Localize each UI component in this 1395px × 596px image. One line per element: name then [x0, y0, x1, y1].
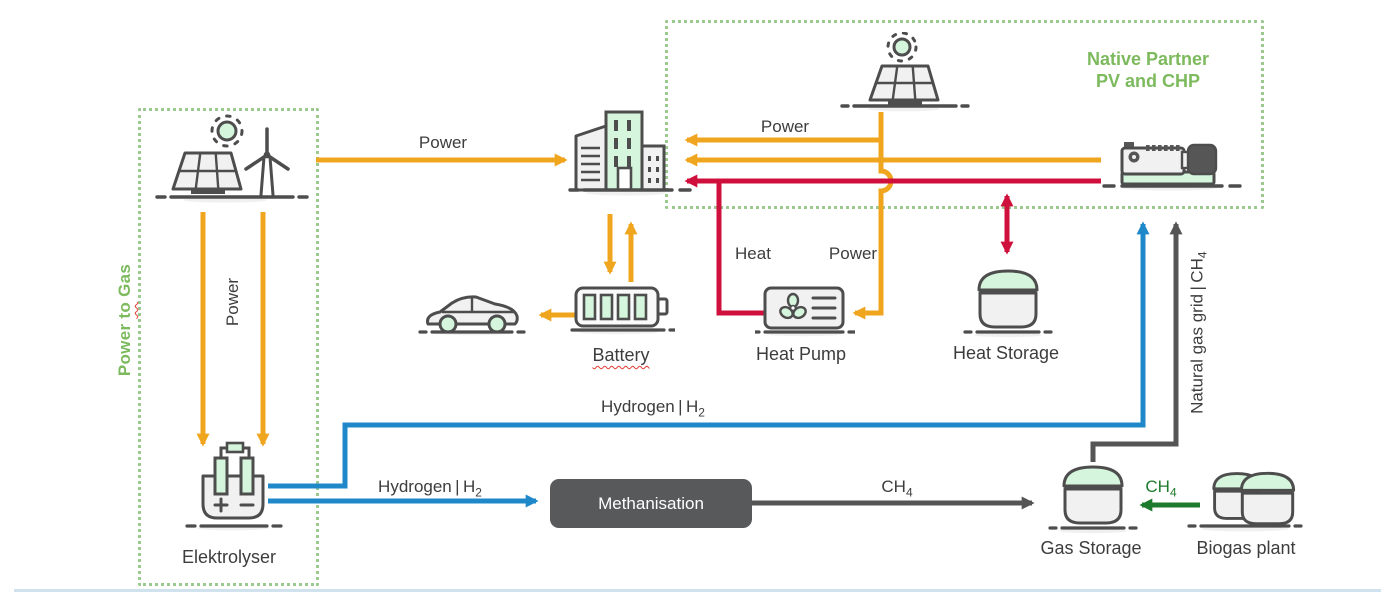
gas-storage-tank-icon	[1048, 465, 1138, 534]
biogas-plant-icon	[1187, 471, 1303, 532]
edge-label-power-pv-building: Power	[760, 117, 810, 136]
power-to-gas-group-label: Power to Gas	[115, 263, 134, 377]
building-icon	[568, 110, 692, 196]
edge-label-power-renewables-building: Power	[418, 133, 468, 152]
heat-storage-label: Heat Storage	[952, 343, 1060, 363]
edge-label-natural-gas-grid: Natural gas grid | CH4	[1187, 251, 1210, 414]
elektrolyser-label: Elektrolyser	[181, 547, 277, 567]
methanisation-label: Methanisation	[598, 493, 704, 513]
edge-hydrogen-elektrolyser-chp	[268, 221, 1150, 489]
methanisation-node: Methanisation	[550, 479, 752, 528]
edge-heat-heat-pump-join	[716, 181, 768, 316]
car-icon	[418, 295, 526, 336]
solar-panel-icon	[840, 32, 970, 112]
heat-storage-tank-icon	[963, 269, 1053, 338]
edge-label-power-renewables-elektrolyser: Power	[223, 277, 242, 327]
power-to-gas-group-box	[138, 108, 319, 586]
electrolyser-icon	[185, 441, 283, 531]
solar-panel-wind-turbine-icon	[155, 114, 309, 203]
gas-storage-label: Gas Storage	[1040, 538, 1142, 558]
biogas-plant-label: Biogas plant	[1196, 538, 1296, 558]
native-partner-group-label: Native Partner PV and CHP	[1086, 49, 1210, 91]
edge-label-heat: Heat	[735, 244, 771, 263]
heat-pump-label: Heat Pump	[755, 344, 847, 364]
edge-label-ch4-biogas: CH4	[1145, 477, 1177, 500]
edge-power-pv-heat-pump	[852, 140, 894, 320]
edge-label-hydrogen-bottom: Hydrogen | H2	[378, 477, 482, 500]
edge-ch4-gas-storage-grid-chp	[1090, 221, 1183, 462]
edge-label-ch4-methanisation: CH4	[881, 477, 913, 500]
heat-pump-icon	[755, 286, 855, 337]
edge-label-hydrogen-top: Hydrogen | H2	[601, 397, 705, 420]
slide-footer-bar	[14, 589, 1381, 592]
battery-label: Battery	[592, 345, 650, 365]
battery-icon	[570, 286, 675, 335]
edge-label-power-pv-heat-pump: Power	[828, 244, 878, 263]
chp-generator-icon	[1102, 142, 1242, 191]
native-partner-group-box	[665, 20, 1264, 209]
